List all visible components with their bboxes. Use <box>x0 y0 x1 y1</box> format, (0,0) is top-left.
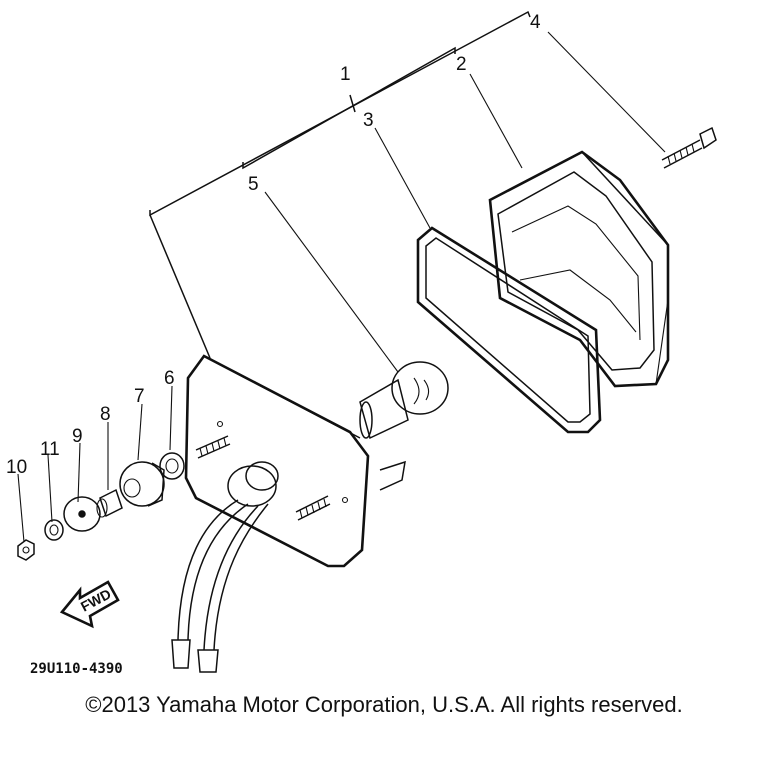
fwd-arrow: FWD <box>59 580 120 629</box>
grommet-part-7 <box>119 461 165 507</box>
lens-housing <box>488 150 670 388</box>
base-plate <box>184 354 406 568</box>
callout-10: 10 <box>6 457 27 478</box>
gasket <box>416 226 602 434</box>
nut-part-10 <box>17 539 35 561</box>
collar-part-8 <box>96 488 123 518</box>
callout-11: 11 <box>40 439 60 460</box>
callout-2: 2 <box>456 54 467 75</box>
assembly-brackets <box>149 10 531 359</box>
callout-4: 4 <box>530 12 541 33</box>
socket-and-wires <box>171 461 279 673</box>
callout-7: 7 <box>134 386 145 407</box>
leader-lines <box>17 31 666 543</box>
lock-washer-part-11 <box>44 519 64 541</box>
washer-part-9 <box>63 496 101 532</box>
screw <box>661 126 717 169</box>
callout-numbers: 1 2 3 4 5 6 7 8 9 10 11 <box>6 12 541 478</box>
copyright-notice: ©2013 Yamaha Motor Corporation, U.S.A. A… <box>85 692 683 717</box>
part-code: 29U110-4390 <box>30 661 123 677</box>
callout-1: 1 <box>340 64 351 85</box>
callout-9: 9 <box>72 426 83 447</box>
studs <box>195 435 331 521</box>
bulb <box>359 361 449 440</box>
callout-3: 3 <box>363 110 374 131</box>
callout-8: 8 <box>100 404 111 425</box>
washer-part-6 <box>159 452 185 480</box>
callout-6: 6 <box>164 368 175 389</box>
callout-5: 5 <box>248 174 259 195</box>
